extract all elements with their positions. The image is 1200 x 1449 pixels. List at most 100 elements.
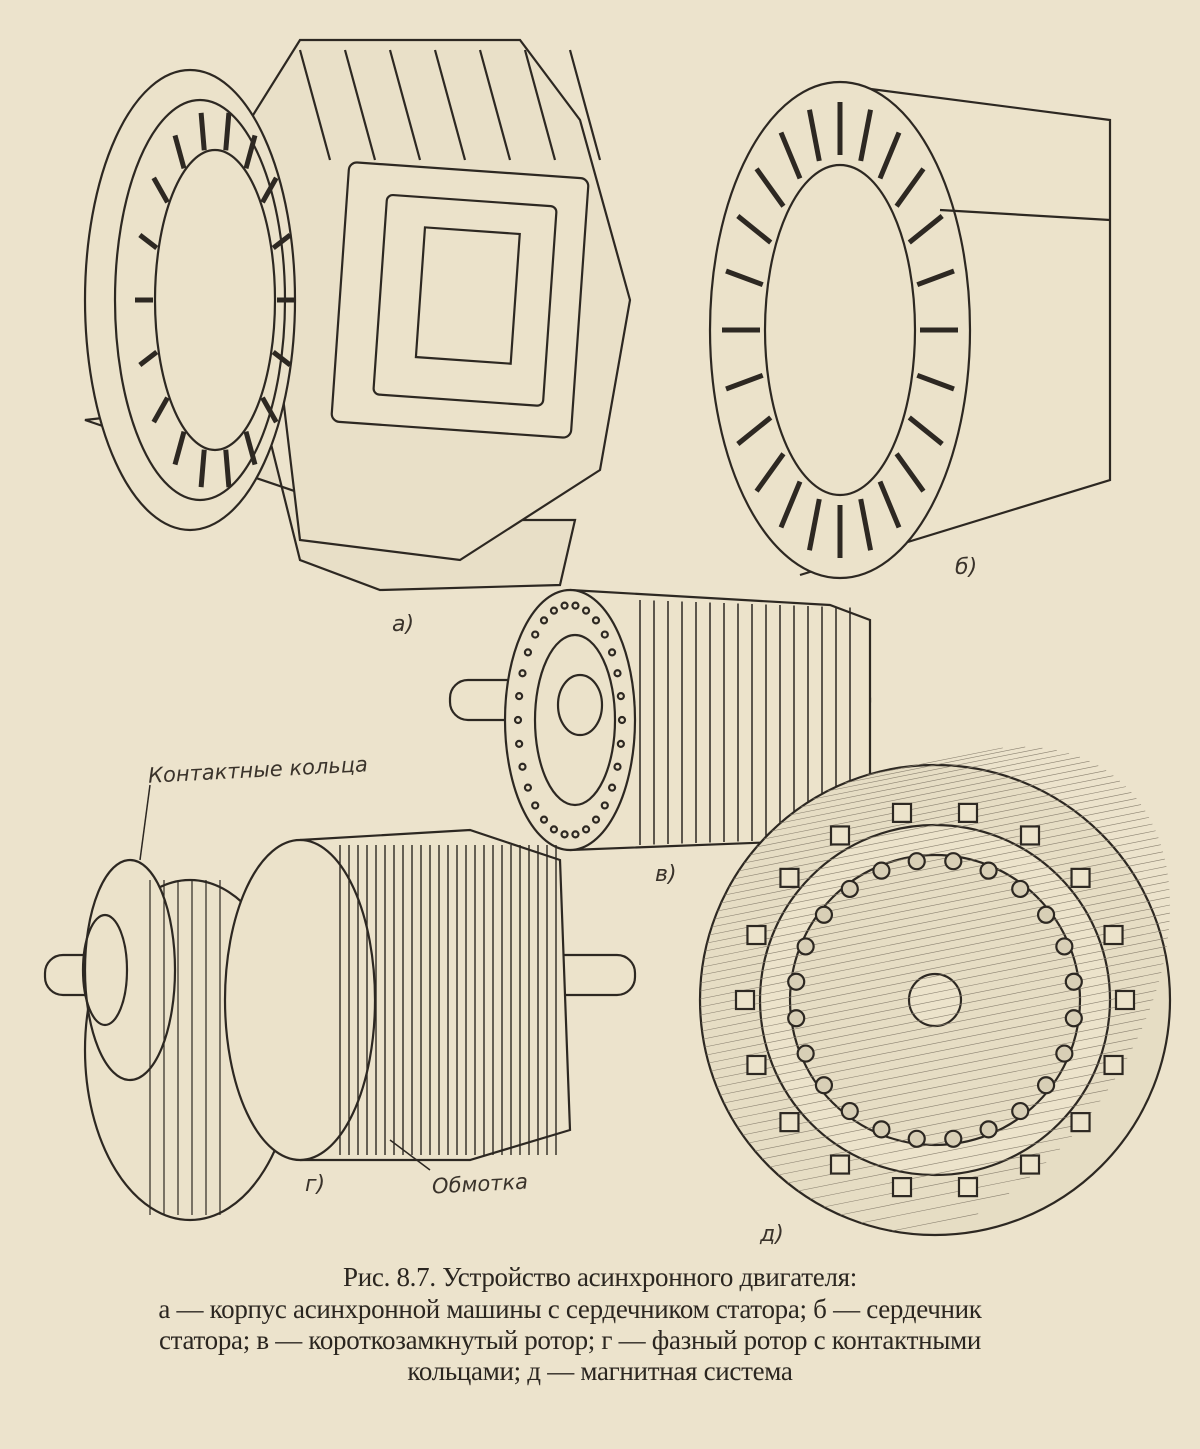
bar-end bbox=[549, 606, 559, 615]
bar-end bbox=[616, 691, 625, 701]
stator-tooth-slot bbox=[891, 802, 913, 823]
stator-slot bbox=[916, 268, 955, 288]
callout-winding: Обмотка bbox=[431, 1169, 529, 1199]
lamination-hatch bbox=[700, 920, 1170, 1016]
bar-end bbox=[591, 616, 601, 625]
stator-slot bbox=[754, 167, 786, 208]
lamination-hatch bbox=[860, 1193, 1010, 1224]
cooling-fin bbox=[568, 49, 602, 161]
stator-tooth-slot bbox=[779, 1112, 800, 1133]
stator-tooth-slot bbox=[779, 867, 800, 888]
cooling-fin bbox=[433, 49, 467, 161]
lamination-hatch bbox=[703, 946, 1167, 1040]
stator-slot bbox=[172, 134, 187, 170]
bar-end bbox=[515, 739, 524, 749]
stator-tooth-slot bbox=[1103, 1054, 1124, 1076]
bar-end bbox=[549, 825, 559, 834]
stator-slot bbox=[877, 480, 902, 529]
lamination-hatch bbox=[748, 1068, 1122, 1144]
lamination-hatch bbox=[891, 1213, 979, 1232]
rotor-slot bbox=[1011, 879, 1030, 899]
rotor-slot bbox=[796, 937, 815, 956]
bar-end bbox=[515, 691, 524, 701]
rotor-slot bbox=[907, 852, 926, 871]
rotor-slot bbox=[979, 861, 998, 880]
stator-tooth-slot bbox=[1019, 1154, 1041, 1175]
bar-end bbox=[600, 801, 609, 810]
lamination-hatch bbox=[798, 1135, 1072, 1192]
stator-slot bbox=[725, 268, 764, 288]
bar-end bbox=[539, 815, 549, 824]
bar-end bbox=[600, 630, 609, 639]
lamination-hatch bbox=[754, 1078, 1116, 1152]
stator-slot bbox=[778, 480, 803, 529]
bar-end bbox=[539, 616, 549, 625]
lamination-hatch bbox=[844, 746, 1026, 784]
rotor-slot bbox=[814, 1076, 834, 1095]
stator-slot bbox=[138, 233, 159, 250]
lamination-hatch bbox=[704, 954, 1166, 1048]
stator-slot bbox=[198, 449, 207, 488]
bar-end bbox=[617, 715, 627, 725]
cooling-fin bbox=[523, 49, 557, 161]
bar-end bbox=[518, 762, 527, 771]
lamination-hatch bbox=[723, 1018, 1147, 1104]
rotor-slot bbox=[814, 905, 834, 924]
lamination-hatch bbox=[733, 798, 1137, 880]
caption-title: Рис. 8.7. Устройство асинхронного двигат… bbox=[343, 1262, 857, 1292]
rotor-slot bbox=[1064, 1009, 1083, 1028]
rotor-slot bbox=[872, 861, 891, 880]
label-b: б) bbox=[955, 555, 978, 580]
rotor-slot bbox=[787, 1009, 806, 1028]
lamination-hatch bbox=[756, 775, 1114, 848]
rotor-slot bbox=[1055, 1044, 1074, 1063]
stator-tooth-slot bbox=[891, 1177, 913, 1198]
lamination-hatch bbox=[709, 844, 1161, 936]
lamination-hatch bbox=[840, 1176, 1030, 1216]
magnetic-system-drawing bbox=[698, 746, 1172, 1237]
cooling-fin bbox=[478, 49, 512, 161]
bar-end bbox=[613, 762, 622, 771]
lamination-hatch bbox=[790, 756, 1080, 816]
stator-slot bbox=[894, 452, 926, 493]
stator-tooth-slot bbox=[1103, 924, 1124, 946]
stator-slot bbox=[754, 452, 786, 493]
stator-slot bbox=[151, 176, 170, 204]
cooling-fin bbox=[343, 49, 377, 161]
stator-tooth-slot bbox=[829, 1154, 851, 1175]
lamination-hatch bbox=[706, 963, 1164, 1056]
bar-end bbox=[513, 715, 523, 725]
caption-line-3: кольцами; д — магнитная система bbox=[407, 1356, 793, 1386]
bar-end bbox=[616, 739, 625, 749]
lamination-hatch bbox=[867, 747, 1003, 776]
stator-tooth-slot bbox=[957, 1177, 979, 1198]
lamination-hatch bbox=[720, 817, 1150, 904]
stator-slot bbox=[916, 372, 955, 392]
cooling-fin bbox=[298, 49, 332, 161]
stator-slot bbox=[172, 430, 187, 466]
lamination-hatch bbox=[714, 830, 1156, 920]
rotor-slot bbox=[796, 1044, 815, 1063]
rotor-slot bbox=[1011, 1101, 1030, 1121]
stator-slot bbox=[725, 372, 764, 392]
lamination-hatch bbox=[809, 1148, 1061, 1200]
bar-end bbox=[581, 606, 591, 615]
bar-end bbox=[523, 648, 533, 657]
bar-end bbox=[560, 830, 569, 839]
stator-slot bbox=[260, 176, 279, 204]
stator-core-drawing bbox=[708, 80, 1112, 580]
stator-tooth-slot bbox=[1019, 825, 1041, 846]
lamination-hatch bbox=[702, 873, 1168, 968]
stator-slot bbox=[858, 498, 873, 551]
rotor-slot bbox=[979, 1120, 998, 1139]
stator-slot bbox=[894, 167, 926, 208]
stator-tooth-slot bbox=[746, 924, 767, 946]
stator-slot bbox=[223, 112, 232, 151]
bar-end bbox=[581, 825, 591, 834]
rotor-slot bbox=[787, 972, 806, 991]
stator-slot bbox=[198, 112, 207, 151]
stator-tooth-slot bbox=[957, 802, 979, 823]
bar-end bbox=[607, 648, 617, 657]
rotor-slot bbox=[1055, 937, 1074, 956]
